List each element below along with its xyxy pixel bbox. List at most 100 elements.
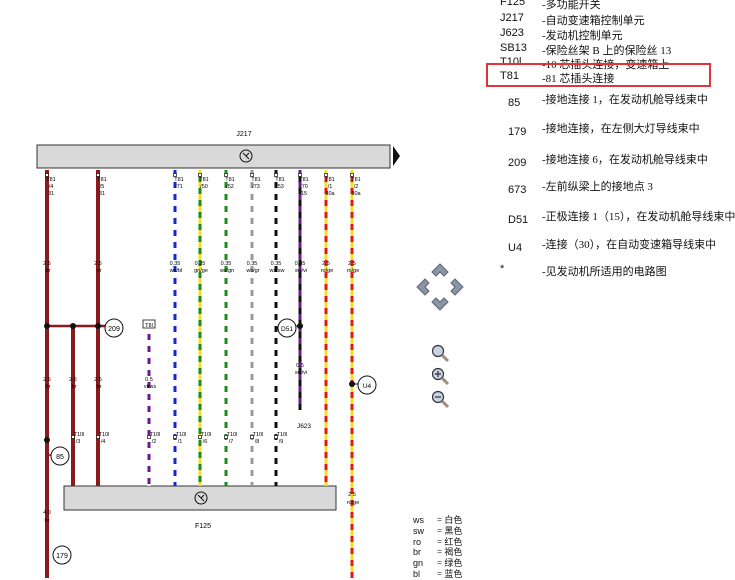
legend-description: -多功能开关 [542, 0, 601, 11]
connector-pin [45, 173, 49, 177]
connector-pin [198, 173, 202, 177]
legend-description: -见发动机所适用的电路图 [542, 266, 667, 278]
connector-label: T81 [174, 177, 183, 183]
legend-code: 673 [508, 184, 527, 196]
legend-description: -10 芯插头连接，变速箱上 [542, 59, 670, 71]
connector-pin [173, 435, 177, 439]
f125-ground-symbol-icon [194, 491, 208, 505]
j623-label: J623 [297, 423, 311, 430]
wire-size-label: 0.35 [221, 261, 232, 267]
connector-pin [96, 435, 100, 439]
wire-color-label: ro/ge [321, 268, 334, 274]
wire-color-label: gn/ge [194, 268, 208, 274]
legend-code: T10l [500, 56, 522, 68]
wiring-diagram: J217 F125 T81/431T81/531T81/71T81/50T81/… [36, 131, 400, 578]
u4-connection-circle: U4 [357, 375, 377, 395]
wire-color-label: br [46, 384, 51, 390]
wire-color-label: vi/ws [144, 384, 156, 390]
ground-85-circle: 85 [50, 446, 70, 466]
wire-color-label: br [97, 268, 102, 274]
pan-up-icon[interactable] [431, 263, 449, 277]
connector-pin [173, 173, 177, 177]
wire-color-label: br [46, 268, 51, 274]
connector-pin [224, 435, 228, 439]
t10-pin-number: /6 [203, 439, 208, 445]
connector-terminal: 30a [351, 191, 361, 197]
t10-pin-number: /2 [152, 439, 157, 445]
connector-pin-number: /71 [175, 184, 183, 190]
wire-size-label: 0.5 [296, 363, 304, 369]
connector-terminal: 31 [48, 191, 54, 197]
abbreviation-value: = 白色 [437, 515, 463, 525]
svg-text:U4: U4 [363, 383, 372, 390]
f125-switch-bar [63, 485, 337, 511]
connector-pin [71, 435, 75, 439]
splice-dot [44, 437, 50, 443]
connector-pin [96, 173, 100, 177]
connector-terminal: 15 [301, 191, 307, 197]
t10-connector-label: T10l [227, 432, 238, 438]
pin-r3-box: T8l [142, 319, 156, 329]
legend-description: -接地连接，在左侧大灯导线束中 [542, 123, 700, 135]
wire-size-label: 2.5 [94, 261, 102, 267]
wire-size-label: 2.5 [43, 261, 51, 267]
d51-connection-circle: D51 [277, 318, 297, 338]
pan-arrows-icon[interactable] [410, 258, 474, 322]
connector-pin [350, 173, 354, 177]
t10-connector-label: T10l [201, 432, 212, 438]
bar-arrow-icon [393, 146, 400, 166]
ground-209-circle: 209 [104, 318, 124, 338]
t10-connector-label: T10l [253, 432, 264, 438]
zoom-in-icon[interactable] [430, 343, 450, 363]
legend-code: U4 [508, 242, 523, 254]
legend-code: SB13 [500, 42, 527, 54]
zoom-fit-icon[interactable] [430, 389, 450, 409]
wire-color-label: ro/ge [347, 500, 360, 506]
legend-description: -接地连接 1，在发动机舱导线束中 [542, 94, 708, 106]
legend-description: -连接（30），在自动变速箱导线束中 [542, 239, 717, 251]
connector-pin [147, 435, 151, 439]
legend-description: -正极连接 1（15），在发动机舱导线束中 [542, 211, 735, 223]
abbreviation-key: bl [413, 568, 421, 579]
connector-label: T81 [225, 177, 234, 183]
wire-size-label: 2.5 [348, 492, 356, 498]
abbreviation-row: ro= 红色 [413, 537, 462, 548]
legend-description: -保险丝架 B 上的保险丝 13 [542, 45, 672, 57]
legend-code: F125 [500, 0, 526, 8]
connector-pin [224, 173, 228, 177]
legend-code: 209 [508, 157, 527, 169]
t10-pin-number: /3 [76, 439, 81, 445]
wire-size-label: 2.5 [348, 261, 356, 267]
wire-color-label: br [45, 518, 50, 524]
pan-right-icon[interactable] [450, 278, 464, 296]
zoom-out-icon[interactable] [430, 366, 450, 386]
connector-pin-number: /5 [100, 184, 105, 190]
t10-pin-number: /9 [279, 439, 284, 445]
abbreviation-value: = 褐色 [437, 547, 463, 558]
t10-pin-number: /8 [255, 439, 260, 445]
pan-down-icon[interactable] [431, 297, 449, 311]
connector-pin [298, 173, 302, 177]
connector-label: T81 [275, 177, 284, 183]
connector-pin-number: /70 [300, 184, 308, 190]
abbreviation-row: sw= 黑色 [413, 526, 462, 537]
abbreviation-key: gn [413, 558, 424, 569]
wire-size-label: 2.5 [322, 261, 330, 267]
abbreviation-row: br= 褐色 [413, 547, 462, 558]
wire-color-label: br [97, 384, 102, 390]
t10-connector-label: T10l [277, 432, 288, 438]
pan-left-icon[interactable] [416, 278, 430, 296]
legend-description: -81 芯插头连接 [542, 73, 615, 85]
svg-text:179: 179 [56, 553, 68, 560]
abbreviation-row: bl= 蓝色 [413, 569, 462, 580]
legend-description: -发动机控制单元 [542, 30, 623, 42]
wire-size-label: 0.35 [295, 261, 306, 267]
connector-pin-number: /53 [276, 184, 284, 190]
splice-dot [70, 323, 76, 329]
wire-size-label: 0.35 [195, 261, 206, 267]
abbreviation-key: ro [413, 536, 422, 547]
svg-text:D51: D51 [281, 326, 293, 333]
legend-code: J217 [500, 12, 524, 24]
wire-color-label: ws/bl [169, 268, 183, 274]
wire-color-label: ws/gn [219, 268, 234, 274]
